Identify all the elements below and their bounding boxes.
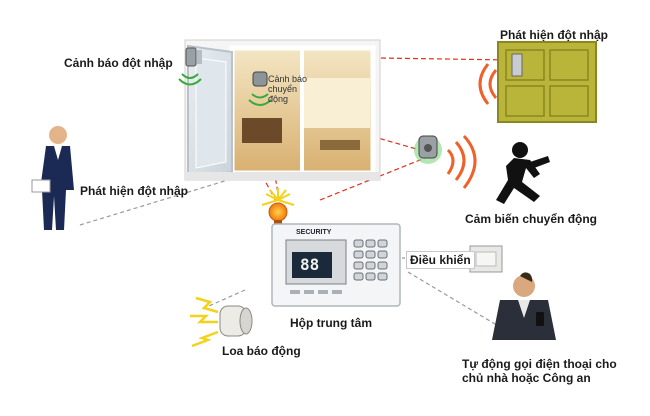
label-auto-call: Tự động gọi điện thoại cho chủ nhà hoặc … — [462, 357, 617, 385]
label-intrusion-alert: Cảnh báo đột nhập — [64, 56, 173, 70]
central-control-panel — [271, 223, 401, 307]
label-intrusion-detect-man: Phát hiện đột nhập — [80, 184, 188, 198]
label-motion-sensor: Cảm biến chuyển động — [465, 212, 598, 226]
label-intrusion-detect-door: Phát hiện đột nhập — [500, 28, 608, 42]
window-alert-sensor-icon — [178, 47, 202, 86]
label-siren: Loa báo động — [222, 344, 301, 358]
label-motion-alert: Cảnh báo chuyển động — [268, 74, 308, 104]
panel-brand: SECURITY — [296, 229, 332, 236]
panel-display: 88 — [300, 255, 320, 274]
motion-sensor-device-icon — [414, 135, 442, 164]
room-motion-sensor-icon — [248, 71, 272, 106]
businessman-figure — [31, 126, 74, 230]
label-central-box: Hộp trung tâm — [290, 316, 372, 330]
line-hub-to-phone — [407, 271, 506, 331]
yellow-door — [478, 41, 597, 123]
line-hub-to-siren — [199, 289, 246, 311]
alarm-beacon-icon — [261, 188, 295, 224]
line-man-to-house — [79, 179, 229, 226]
remote-keypad-icon — [469, 245, 503, 273]
siren-speaker-icon — [190, 296, 253, 348]
house-window — [184, 39, 381, 181]
motion-waves — [446, 134, 477, 189]
thief-figure — [496, 142, 550, 204]
man-with-phone-figure — [492, 272, 556, 340]
label-control: Điều khiển — [406, 251, 475, 269]
